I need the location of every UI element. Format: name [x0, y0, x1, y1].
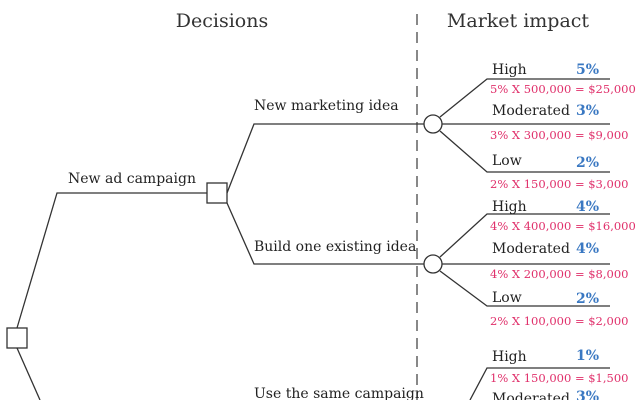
outcome-1-low-label: Low [492, 153, 522, 169]
outcome-2-high-percent: 4% [576, 199, 599, 215]
outcome-2-moderated-calc: 4% X 200,000 = $8,000 [490, 267, 628, 281]
outcome-2-low-percent: 2% [576, 291, 599, 307]
outcome-1-high-percent: 5% [576, 62, 599, 78]
branch-line-lower [16, 347, 41, 400]
outcome-1-high-calc: 5% X 500,000 = $25,000 [490, 82, 636, 96]
outcome-2-low-calc: 2% X 100,000 = $2,000 [490, 314, 628, 328]
decisions-header: Decisions [176, 10, 268, 32]
outcome-line-1-high [439, 78, 610, 118]
root-decision-node [6, 327, 28, 349]
branch-line-decision-2 [226, 202, 424, 265]
outcome-1-moderated-percent: 3% [576, 103, 599, 119]
outcome-1-moderated-calc: 3% X 300,000 = $9,000 [490, 128, 628, 142]
decision-1-label: New marketing idea [254, 98, 399, 114]
outcome-3-moderated-label: Moderated [492, 391, 570, 400]
decision-2-label: Build one existing idea [254, 239, 416, 255]
branch-line-decision-1 [226, 123, 424, 194]
outcome-3-high-percent: 1% [576, 348, 599, 364]
outcome-1-moderated-label: Moderated [492, 103, 570, 119]
market-impact-header: Market impact [447, 10, 590, 32]
campaign-decision-node [206, 182, 228, 204]
outcome-3-moderated-percent: 3% [576, 389, 599, 400]
outcome-line-1-low [439, 130, 610, 173]
outcome-2-moderated-percent: 4% [576, 241, 599, 257]
outcome-2-high-label: High [492, 199, 527, 215]
outcome-2-high-calc: 4% X 400,000 = $16,000 [490, 219, 636, 233]
outcome-3-high-label: High [492, 349, 527, 365]
outcome-2-moderated-label: Moderated [492, 241, 570, 257]
chance-node-2 [423, 254, 443, 274]
outcome-1-low-calc: 2% X 150,000 = $3,000 [490, 177, 628, 191]
chance-node-1 [423, 114, 443, 134]
outcome-line-2-low [439, 270, 610, 307]
decision-3-label: Use the same campaign [254, 386, 424, 400]
branch-line-new-ad-campaign [16, 192, 207, 329]
outcome-line-2-high [439, 213, 610, 258]
outcome-3-high-calc: 1% X 150,000 = $1,500 [490, 371, 628, 385]
branch-label-new-ad-campaign: New ad campaign [68, 171, 196, 187]
outcome-1-low-percent: 2% [576, 155, 599, 171]
outcome-1-high-label: High [492, 62, 527, 78]
outcome-line-3-high [469, 367, 610, 400]
outcome-2-low-label: Low [492, 290, 522, 306]
